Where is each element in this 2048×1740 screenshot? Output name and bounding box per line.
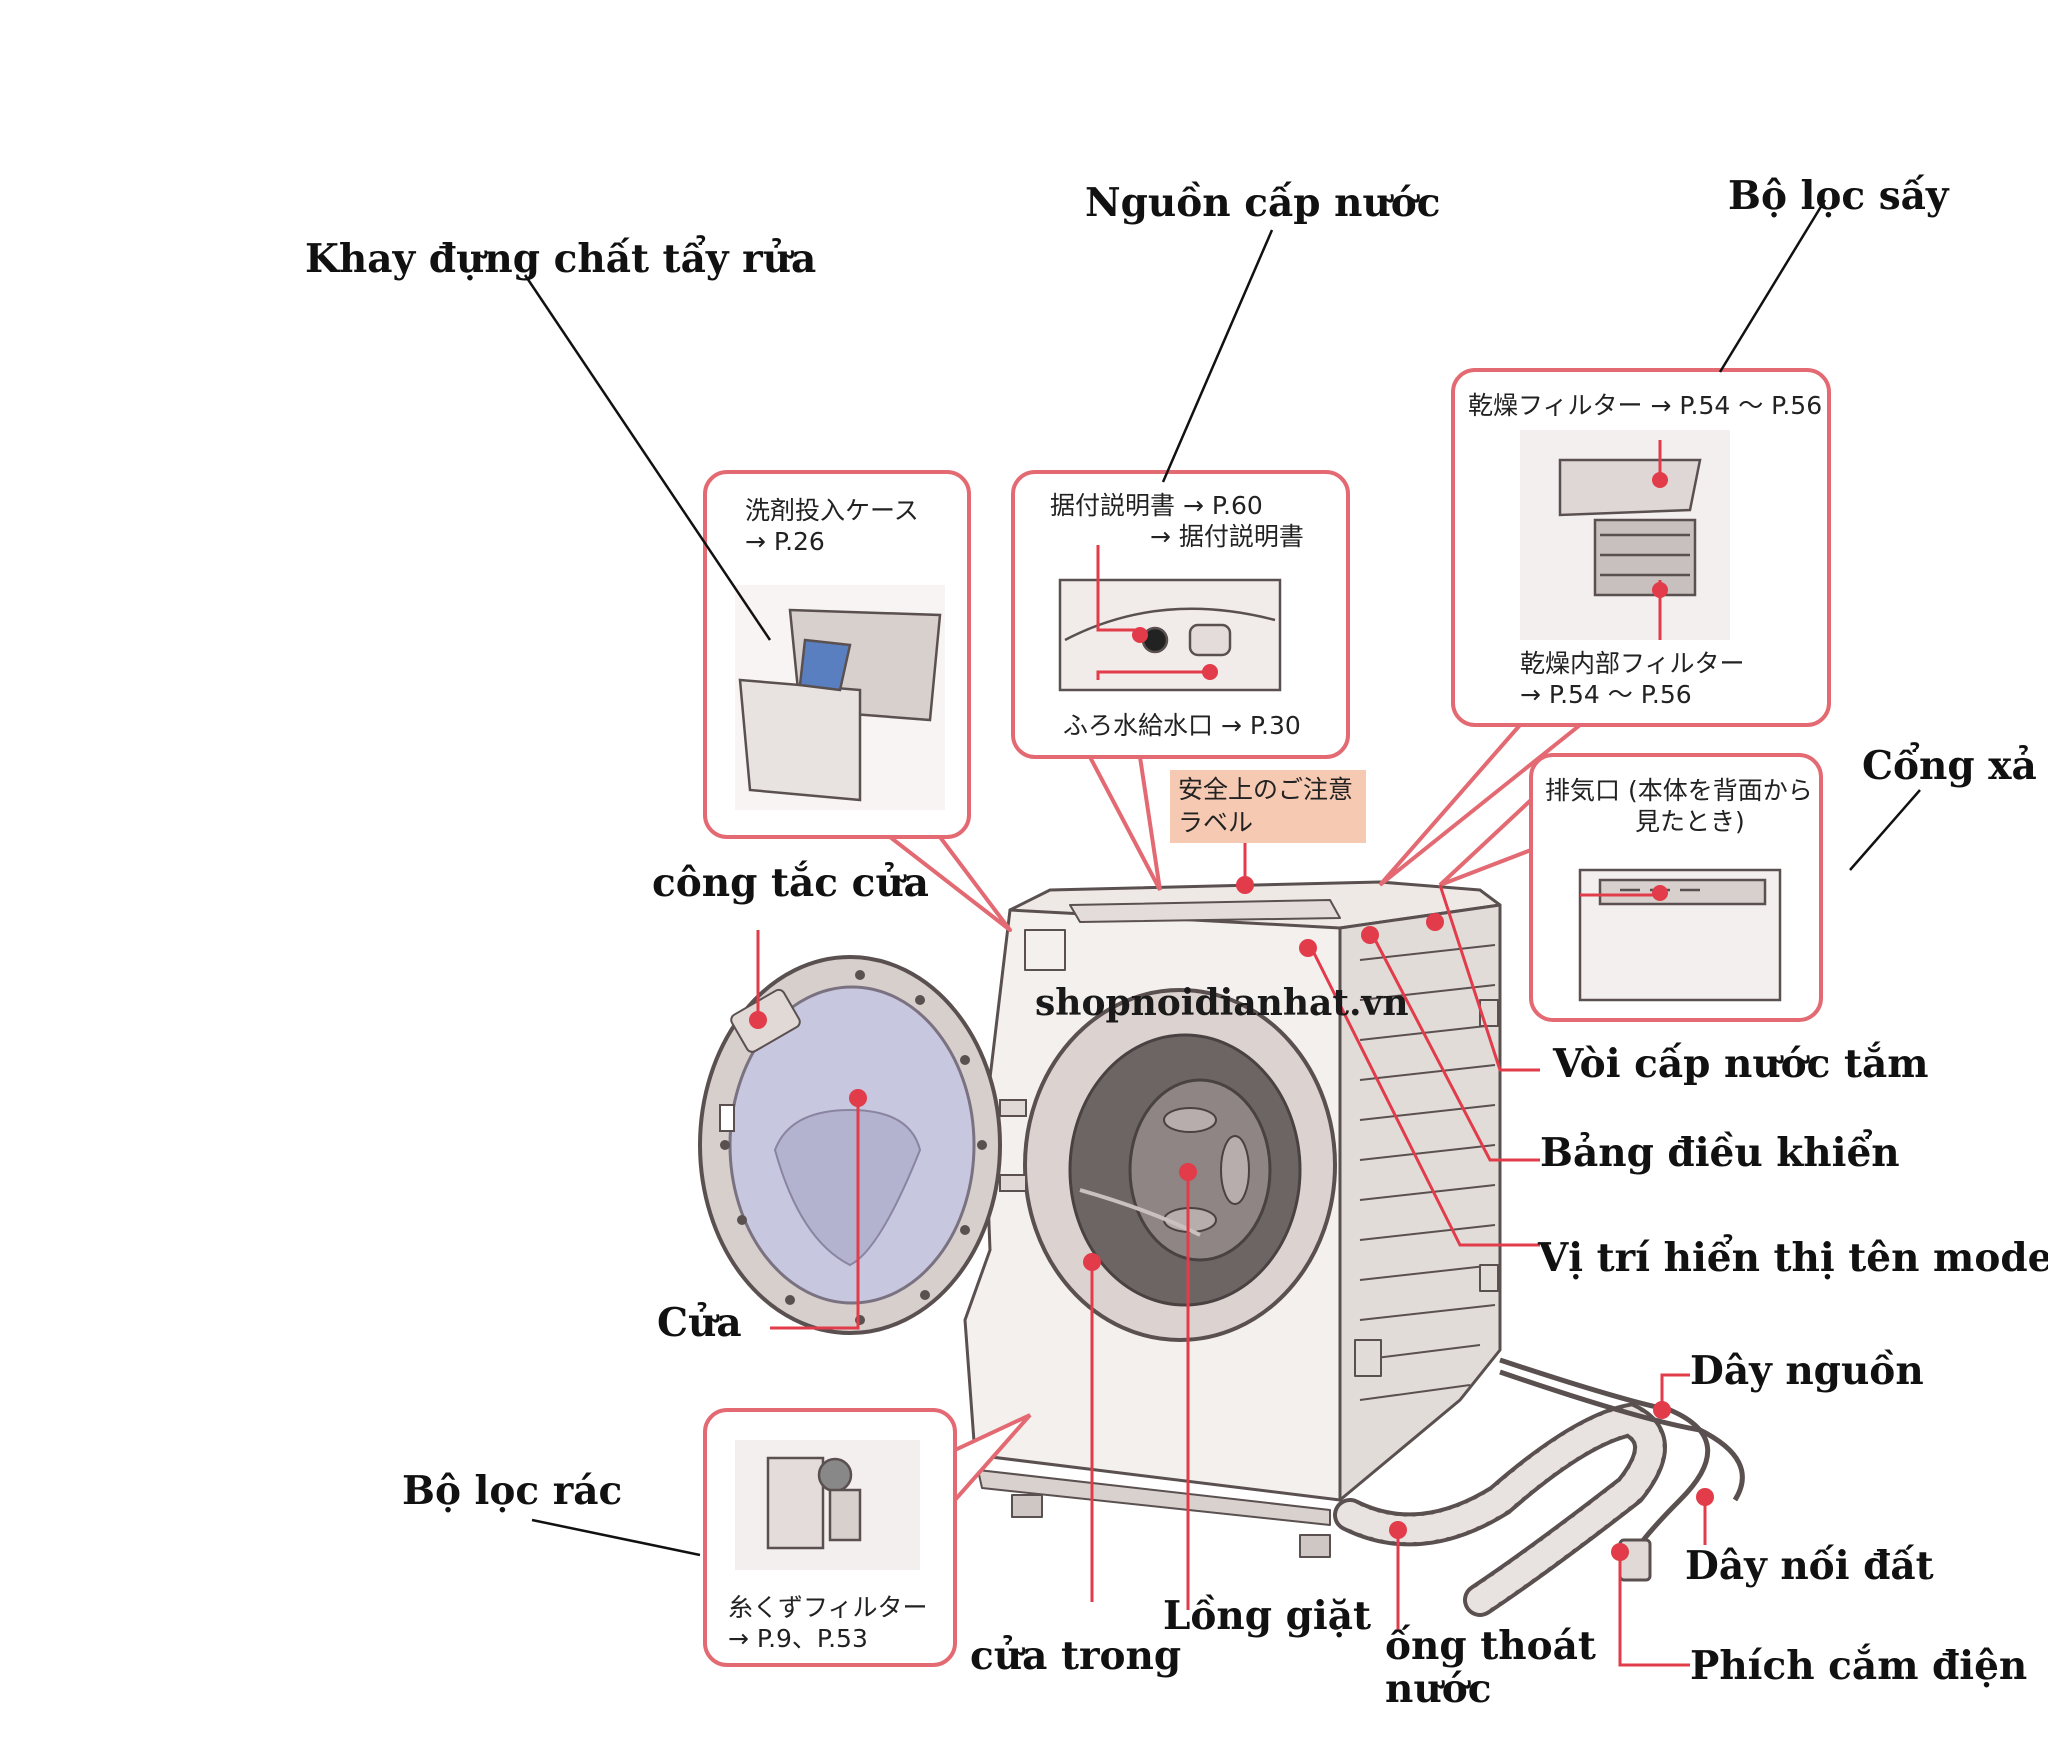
power-cord — [1499, 1357, 1745, 1582]
leader-lines — [523, 199, 1921, 1557]
label-drain-hose: ống thoát nước — [1385, 1625, 1596, 1711]
watermark: shopnoidianhat.vn — [1035, 982, 1409, 1024]
callout-dryer-line1: 乾燥フィルター → P.54 ～ P.56 — [1468, 391, 1823, 420]
safety-label-line2: ラベル — [1178, 807, 1254, 837]
safety-label-tag: 安全上のご注意 ラベル — [1170, 770, 1366, 843]
callout-dryer-inner-text: 乾燥内部フィルター → P.54 ～ P.56 — [1520, 648, 1745, 711]
safety-label-line1: 安全上のご注意 — [1178, 775, 1354, 804]
open-door — [698, 955, 1027, 1335]
marker-dryer-filter — [1652, 472, 1668, 488]
label-exhaust-port: Cổng xả — [1862, 743, 2037, 789]
callout-lint-text: 糸くずフィルター → P.9、P.53 — [728, 1592, 928, 1655]
label-dryer-filter: Bộ lọc sấy — [1728, 173, 1949, 219]
label-door: Cửa — [657, 1300, 742, 1346]
marker-shower-tap — [1426, 913, 1444, 931]
label-control-panel: Bảng điều khiển — [1540, 1130, 1900, 1176]
marker-drum — [1179, 1163, 1197, 1181]
marker-door — [849, 1089, 867, 1107]
callout-water-line2: → 据付説明書 — [1150, 522, 1304, 552]
callout-water-line3: ふろ水給水口 → P.30 — [1063, 711, 1301, 740]
drain-hose — [1333, 1402, 1667, 1617]
marker-drain-hose — [1389, 1521, 1407, 1539]
exhaust-sketch — [1578, 868, 1782, 1002]
marker-model-name — [1299, 939, 1317, 957]
label-drum: Lồng giặt — [1163, 1593, 1372, 1639]
lint-filter-sketch — [735, 1440, 920, 1570]
marker-control-panel — [1361, 926, 1379, 944]
marker-water-hose — [1132, 627, 1148, 643]
marker-bath-inlet — [1202, 664, 1218, 680]
callout-lint-line2: → P.9、P.53 — [728, 1624, 868, 1654]
label-door-switch: công tắc cửa — [652, 860, 929, 906]
markers — [749, 472, 1714, 1561]
label-drain-hose-line2: nước — [1385, 1665, 1492, 1712]
dryer-filter-sketch — [1520, 430, 1730, 640]
callout-exhaust-line2: 見たとき) — [1635, 807, 1745, 837]
marker-power-cord — [1653, 1401, 1671, 1419]
marker-ground-wire — [1696, 1488, 1714, 1506]
label-ground-wire: Dây nối đất — [1685, 1543, 1934, 1589]
marker-inner-door — [1083, 1253, 1101, 1271]
marker-door-switch — [749, 1011, 767, 1029]
marker-power-plug — [1611, 1543, 1629, 1561]
callout-dryer-line2: 乾燥内部フィルター — [1520, 649, 1745, 678]
label-lint-filter: Bộ lọc rác — [402, 1468, 623, 1514]
label-inner-door: cửa trong — [970, 1633, 1182, 1679]
label-drain-hose-line1: ống thoát — [1385, 1623, 1596, 1669]
callout-lint-line1: 糸くずフィルター — [728, 1593, 928, 1622]
callout-detergent-line1: 洗剤投入ケース — [745, 496, 919, 525]
label-detergent-tray: Khay đựng chất tẩy rửa — [305, 236, 817, 282]
marker-dryer-inner-filter — [1652, 582, 1668, 598]
callout-water-text: 据付説明書 → P.60 → 据付説明書 — [1050, 490, 1304, 553]
label-model-name-location: Vị trí hiển thị tên model — [1538, 1235, 2048, 1281]
callout-detergent-text: 洗剤投入ケース → P.26 — [745, 495, 919, 558]
callout-exhaust-text: 排気口 (本体を背面から 見たとき) — [1545, 775, 1813, 838]
marker-exhaust — [1652, 885, 1668, 901]
callout-detergent-line2: → P.26 — [745, 527, 825, 557]
callout-dryer-line3: → P.54 ～ P.56 — [1520, 680, 1692, 710]
label-water-supply: Nguồn cấp nước — [1085, 180, 1441, 226]
callout-exhaust-line1: 排気口 (本体を背面から — [1545, 776, 1813, 805]
label-power-cord: Dây nguồn — [1690, 1348, 1924, 1394]
marker-safety-label — [1236, 876, 1254, 894]
label-shower-water-tap: Vòi cấp nước tắm — [1553, 1041, 1929, 1087]
callout-water-line1: 据付説明書 → P.60 — [1050, 491, 1263, 520]
label-power-plug: Phích cắm điện — [1690, 1643, 2028, 1689]
detergent-tray-sketch — [735, 585, 945, 810]
washing-machine — [963, 880, 1502, 1558]
